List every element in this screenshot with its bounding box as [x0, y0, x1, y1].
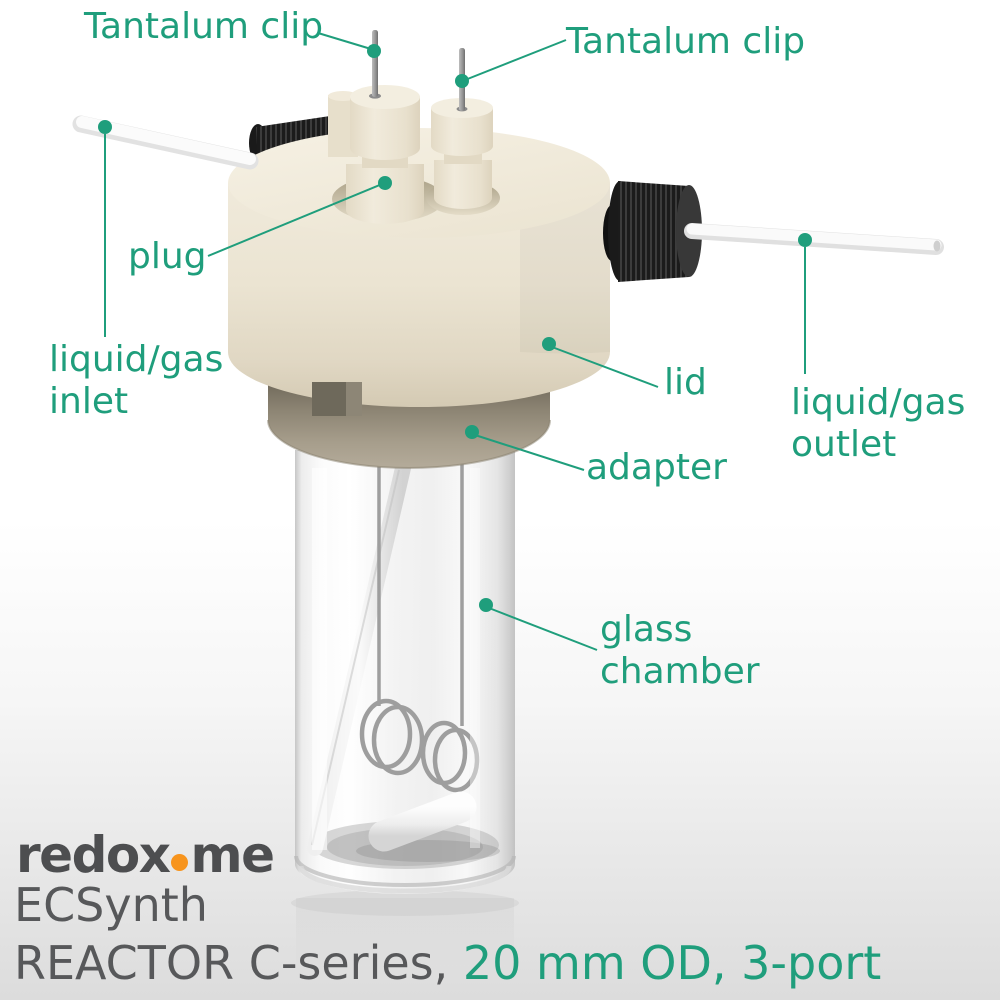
lid-notch [312, 382, 362, 416]
chamber-bottom-surface [311, 821, 499, 869]
product-title-spec: 20 mm OD, 3-port [462, 936, 882, 990]
cap-nut-right [603, 181, 702, 282]
label-chamber-line2: chamber [600, 651, 760, 692]
stir-bar [368, 791, 477, 852]
leader-plug [207, 183, 383, 257]
label-tantalum-clip-right: Tantalum clip [566, 21, 806, 62]
logo-text-me: me [190, 826, 275, 884]
label-outlet-line2: outlet [791, 424, 897, 465]
leader-tantalum-right [464, 39, 567, 81]
glass-chamber [294, 450, 516, 894]
leader-dot-inlet [98, 120, 112, 134]
leader-dot-outlet [798, 233, 812, 247]
leader-dot-tantalum-left [367, 44, 381, 58]
leader-adapter [474, 434, 585, 471]
label-adapter: adapter [586, 447, 727, 488]
label-glass-chamber: glass chamber [600, 609, 760, 693]
logo-orange-dot-icon [171, 854, 189, 871]
electrode-left [359, 462, 425, 776]
leader-tantalum-left [317, 32, 372, 50]
leader-dot-lid [542, 337, 556, 351]
leader-dot-tantalum-right [455, 74, 469, 88]
leader-lid [551, 346, 659, 388]
leader-chamber [488, 607, 598, 651]
product-title: REACTOR C-series, 20 mm OD, 3-port [14, 936, 881, 990]
label-liquid-gas-outlet: liquid/gas outlet [791, 382, 965, 466]
label-chamber-line1: glass [600, 609, 693, 650]
label-liquid-gas-inlet: liquid/gas inlet [49, 339, 223, 423]
label-outlet-line1: liquid/gas [791, 382, 966, 423]
plug-right [431, 98, 493, 209]
chamber-bottom-rim [294, 855, 516, 887]
stir-rod [307, 460, 411, 856]
product-title-model: REACTOR C-series, [14, 936, 463, 990]
product-family: ECSynth [14, 878, 208, 932]
plug-left [346, 85, 424, 224]
leader-dot-adapter [465, 425, 479, 439]
floor-reflection [291, 890, 519, 973]
label-lid: lid [664, 362, 707, 403]
leader-dot-chamber [479, 598, 493, 612]
annotation-leaders [98, 32, 812, 651]
label-inlet-line1: liquid/gas [49, 339, 224, 380]
label-tantalum-clip-left: Tantalum clip [84, 6, 324, 47]
leader-dot-plug [378, 176, 392, 190]
logo-text-redox: redox [16, 826, 171, 884]
electrode-right [420, 462, 480, 793]
label-inlet-line2: inlet [49, 381, 129, 422]
outlet-tube [684, 223, 944, 255]
label-plug: plug [128, 236, 207, 277]
